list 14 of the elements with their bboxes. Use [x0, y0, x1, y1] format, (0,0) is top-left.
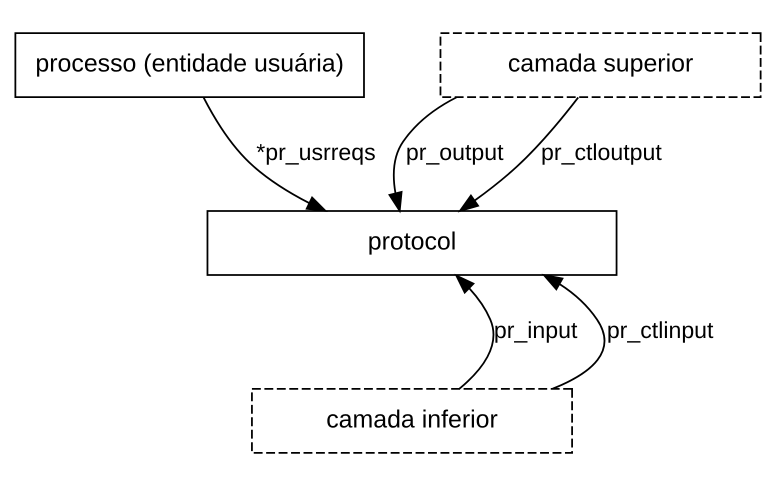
arrow — [202, 97, 328, 212]
node-box: camada superior — [440, 32, 762, 98]
node-box: protocol — [206, 210, 618, 276]
arrow — [542, 274, 606, 390]
node-box: processo (entidade usuária) — [14, 32, 365, 98]
edge-label: pr_ctlinput — [606, 316, 714, 343]
arrow — [458, 96, 579, 212]
arrow — [388, 96, 457, 214]
arrow — [454, 274, 494, 390]
edge-label: *pr_usrreqs — [256, 139, 376, 166]
node-box: camada inferior — [251, 388, 573, 454]
edge-label: pr_output — [406, 139, 504, 166]
edge-label: pr_input — [494, 316, 578, 343]
edge-label: pr_ctloutput — [541, 139, 662, 166]
